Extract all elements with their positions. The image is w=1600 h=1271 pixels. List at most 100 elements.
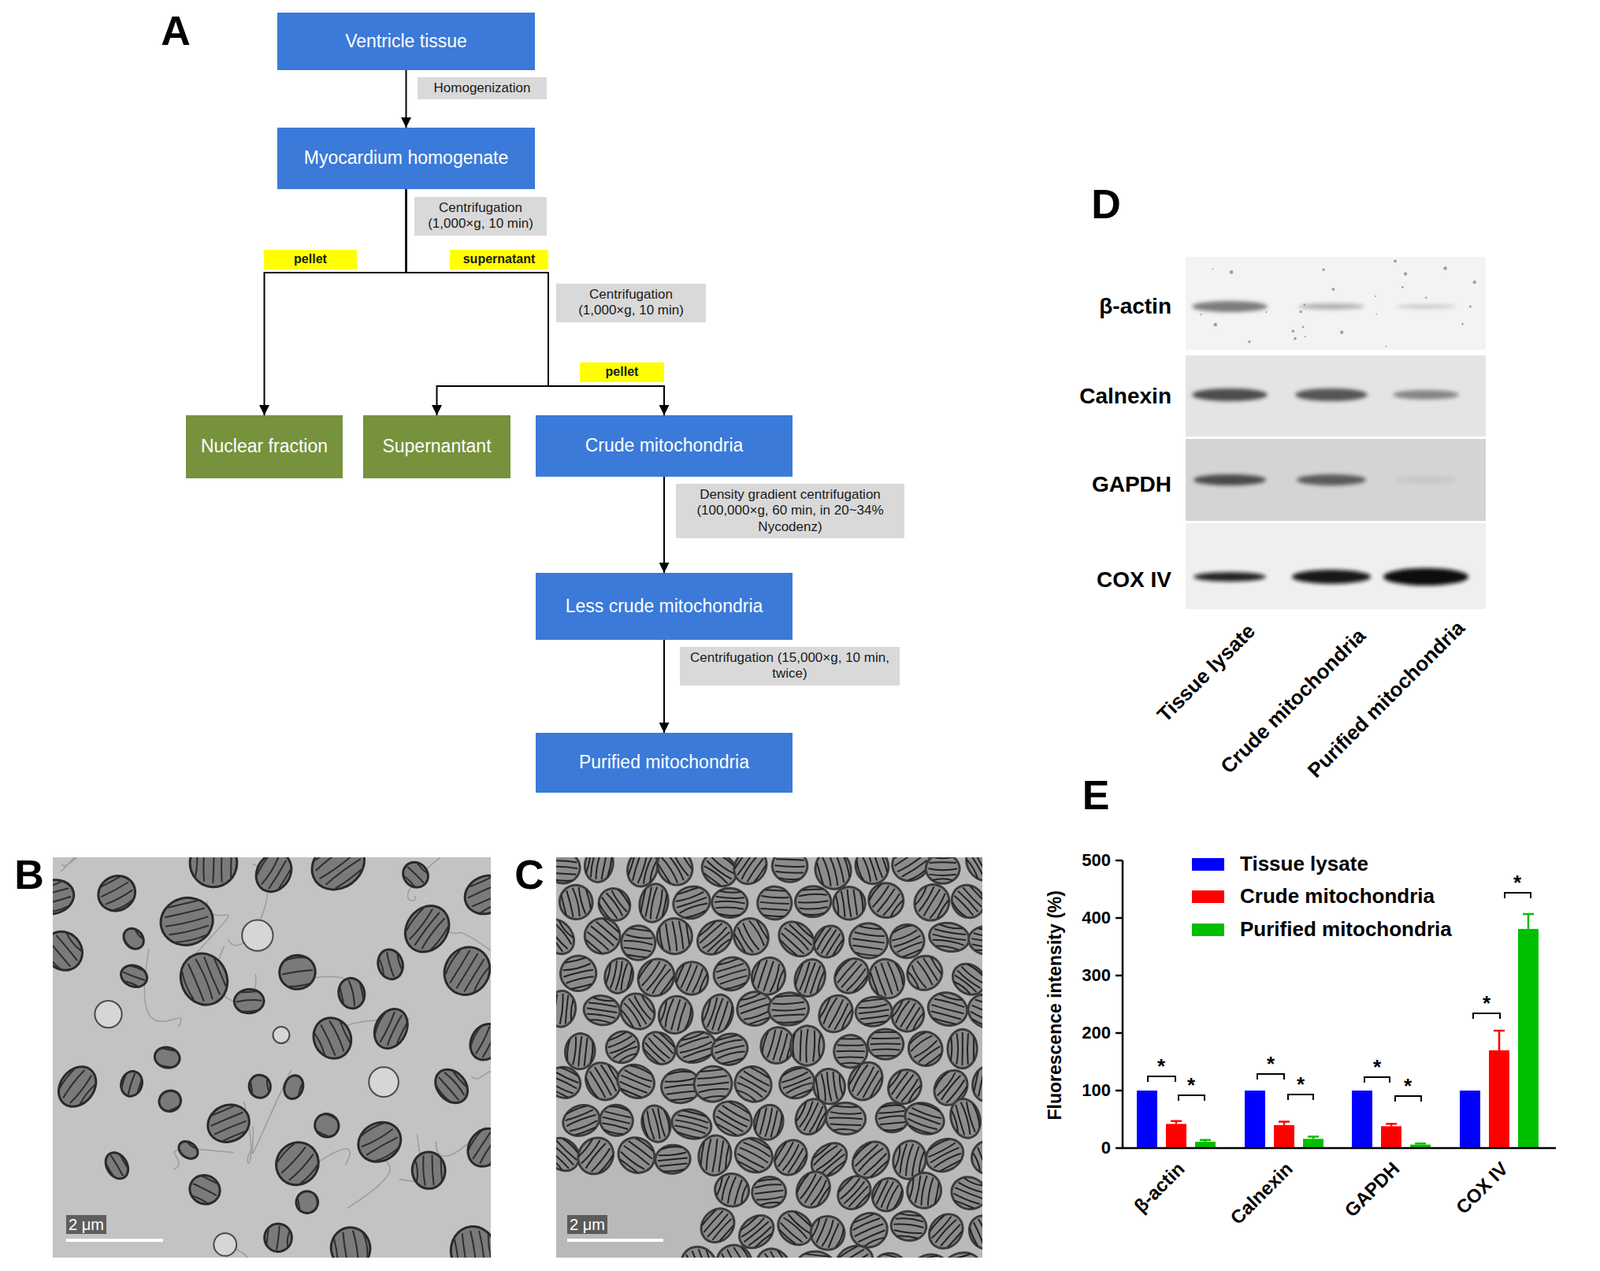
mitochondrion <box>617 921 659 963</box>
crista <box>933 1151 962 1168</box>
crista <box>375 1147 399 1162</box>
mitochondrion-matrix <box>902 950 947 995</box>
crista <box>860 1015 889 1020</box>
crista <box>858 1009 890 1014</box>
mitochondrion-matrix <box>250 857 297 897</box>
crista <box>610 960 618 988</box>
mitochondrion-matrix <box>93 870 140 916</box>
tick-label: 400 <box>1081 907 1111 929</box>
crista <box>691 1250 706 1258</box>
crista <box>861 857 873 882</box>
crista <box>314 1193 319 1207</box>
legend-swatch <box>1191 857 1225 871</box>
mitochondrion-matrix <box>337 976 367 1010</box>
box-label: Nuclear fraction <box>200 435 328 458</box>
crista <box>835 1228 846 1248</box>
crista <box>754 1190 784 1195</box>
crista <box>894 1145 902 1169</box>
crista <box>697 1082 730 1087</box>
crista <box>623 1002 643 1027</box>
crista <box>895 1074 914 1099</box>
bar <box>1488 1050 1510 1148</box>
mitochondrion <box>154 1085 186 1117</box>
crista <box>772 1007 806 1011</box>
mitochondrion-membrane <box>373 944 409 984</box>
crista <box>195 857 198 877</box>
mitochondrion <box>459 1120 491 1175</box>
crista <box>883 1127 904 1131</box>
label-text: Centrifugation (1,000×g, 10 min) <box>427 200 534 231</box>
process-box: Crude mitochondria <box>535 415 793 477</box>
crista <box>756 920 769 940</box>
blot-speck <box>1293 337 1297 341</box>
crista <box>902 860 929 878</box>
crista <box>796 1101 808 1122</box>
crista <box>605 962 612 984</box>
crista <box>783 1076 812 1089</box>
crista <box>892 924 912 933</box>
blot-speck <box>1340 330 1344 335</box>
crista <box>586 857 591 873</box>
crista <box>928 1138 950 1151</box>
crista <box>668 1070 691 1075</box>
mitochondrion <box>326 1222 375 1258</box>
significance-mark: * <box>1403 1073 1412 1099</box>
crista <box>619 1158 638 1173</box>
crista <box>743 1141 772 1157</box>
mitochondrion <box>396 857 435 895</box>
crista <box>643 1048 659 1063</box>
crista <box>761 908 789 910</box>
mitochondrion <box>965 922 983 959</box>
vesicle <box>368 1066 399 1097</box>
blot-speck <box>1304 335 1307 338</box>
mitochondrion-membrane <box>326 1222 375 1258</box>
mitochondrion-matrix <box>460 870 491 920</box>
mitochondrion-membrane <box>806 918 851 965</box>
blot-speck <box>1212 267 1214 270</box>
significance-mark: * <box>1266 1051 1275 1077</box>
crista <box>716 1123 737 1136</box>
mitochondrion-membrane <box>962 1209 983 1255</box>
crista <box>863 1153 888 1176</box>
crista <box>982 1068 984 1099</box>
mitochondrion-matrix <box>670 1106 714 1142</box>
crista <box>740 1184 748 1203</box>
crista <box>638 857 649 884</box>
mitochondrion-matrix <box>948 1030 977 1068</box>
mitochondrion-matrix <box>876 1102 909 1133</box>
mitochondrion-membrane <box>766 990 811 1028</box>
crista <box>566 1039 570 1061</box>
crista <box>315 857 351 871</box>
crista <box>950 1036 952 1060</box>
crista <box>907 1084 921 1103</box>
crista <box>833 1128 858 1132</box>
crista <box>742 922 760 951</box>
legend-swatches <box>1191 857 1225 936</box>
mitochondrion-matrix <box>712 1170 752 1209</box>
crista <box>760 1106 768 1134</box>
crista <box>869 1076 882 1098</box>
crista <box>623 939 654 945</box>
mitochondrion <box>426 1061 476 1111</box>
mitochondrion <box>652 1142 693 1177</box>
mitochondrion-membrane <box>293 1187 322 1217</box>
crista <box>620 1009 635 1028</box>
mitochondrion-matrix <box>757 886 792 919</box>
crista <box>167 900 198 908</box>
crista <box>853 1141 872 1159</box>
mitochondrion-matrix <box>602 1027 643 1066</box>
crista <box>890 899 903 917</box>
mitochondrion <box>905 876 958 929</box>
mitochondrion <box>556 857 583 886</box>
mitochondrion-matrix <box>671 957 712 998</box>
mitochondrion-matrix <box>638 1027 680 1070</box>
crista <box>721 1105 750 1122</box>
mitochondrion-matrix <box>921 1133 967 1176</box>
mitochondrion <box>300 857 376 902</box>
crista <box>620 1088 642 1098</box>
crista <box>630 1064 651 1074</box>
tick-label: 200 <box>1081 1022 1111 1044</box>
mitochondrion-membrane <box>961 987 983 1036</box>
mitochondrion-membrane <box>673 1239 725 1258</box>
error-bar <box>1170 1121 1182 1125</box>
